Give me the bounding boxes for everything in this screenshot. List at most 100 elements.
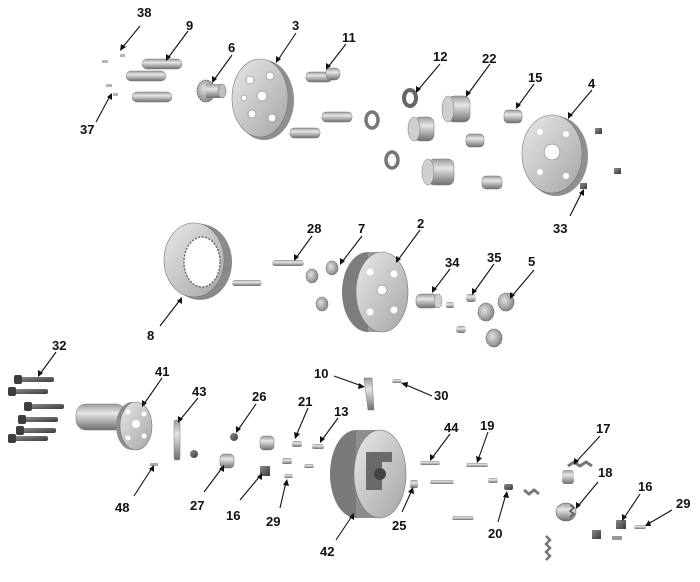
svg-text:29: 29 bbox=[676, 496, 690, 511]
svg-text:7: 7 bbox=[358, 221, 365, 236]
part-12-rings bbox=[364, 88, 418, 170]
callouts: 38 9 3 6 11 12 22 15 bbox=[38, 5, 690, 559]
callout-27: 27 bbox=[190, 465, 224, 513]
svg-text:15: 15 bbox=[528, 70, 542, 85]
callout-41: 41 bbox=[142, 364, 169, 407]
part-34-sleeve bbox=[415, 293, 443, 309]
svg-text:22: 22 bbox=[482, 51, 496, 66]
part-42-chuck-body bbox=[330, 429, 407, 519]
svg-text:37: 37 bbox=[80, 122, 94, 137]
svg-text:18: 18 bbox=[598, 465, 612, 480]
top-assembly bbox=[102, 54, 621, 196]
svg-text:16: 16 bbox=[226, 508, 240, 523]
svg-text:48: 48 bbox=[115, 500, 129, 515]
part-25-pin bbox=[410, 480, 418, 488]
svg-text:2: 2 bbox=[417, 216, 424, 231]
part-small bbox=[612, 536, 622, 540]
part-29-pin-b bbox=[634, 525, 646, 529]
callout-37: 37 bbox=[80, 93, 112, 137]
callout-5: 5 bbox=[510, 254, 535, 299]
part-43-key bbox=[173, 419, 181, 461]
callout-16: 16 bbox=[226, 473, 262, 523]
svg-text:44: 44 bbox=[444, 420, 459, 435]
callout-28: 28 bbox=[294, 221, 321, 261]
svg-text:4: 4 bbox=[588, 76, 596, 91]
svg-text:5: 5 bbox=[528, 254, 535, 269]
part-2-carrier bbox=[342, 251, 409, 333]
callout-8: 8 bbox=[147, 297, 182, 343]
part-nut bbox=[592, 530, 601, 539]
part-22-bushings bbox=[407, 95, 471, 186]
callout-21: 21 bbox=[294, 394, 312, 439]
part-3-plate bbox=[231, 58, 294, 140]
part-ball bbox=[190, 450, 198, 458]
part-pin bbox=[232, 280, 262, 286]
part-11-pins bbox=[289, 67, 353, 139]
callout-22: 22 bbox=[466, 51, 496, 97]
part-26-ball bbox=[230, 433, 238, 441]
part-35-sleeves bbox=[446, 294, 476, 333]
callout-29: 29 bbox=[266, 479, 289, 529]
callout-13: 13 bbox=[320, 404, 348, 443]
part-29-pin bbox=[284, 474, 293, 478]
svg-text:21: 21 bbox=[298, 394, 312, 409]
part-44-pins bbox=[420, 461, 474, 520]
callout-18: 18 bbox=[576, 465, 612, 509]
svg-text:34: 34 bbox=[445, 255, 460, 270]
callout-26: 26 bbox=[236, 389, 266, 433]
svg-text:6: 6 bbox=[228, 40, 235, 55]
callout-9: 9 bbox=[166, 18, 193, 61]
callout-35: 35 bbox=[472, 250, 501, 295]
callout-25: 25 bbox=[392, 487, 414, 533]
callout-3: 3 bbox=[276, 18, 299, 63]
middle-assembly bbox=[163, 222, 515, 348]
svg-text:32: 32 bbox=[52, 338, 66, 353]
part-16-nut-b bbox=[616, 520, 626, 529]
part-37-pin bbox=[106, 84, 118, 96]
callout-19: 19 bbox=[476, 418, 494, 463]
part-20-part bbox=[504, 484, 513, 490]
part-19-pins bbox=[466, 463, 488, 467]
part-33-screws bbox=[580, 128, 621, 189]
callout-16-b: 16 bbox=[622, 479, 652, 521]
callout-11: 11 bbox=[326, 30, 356, 70]
svg-text:16: 16 bbox=[638, 479, 652, 494]
svg-text:43: 43 bbox=[192, 384, 206, 399]
callout-34: 34 bbox=[432, 255, 460, 293]
callout-33: 33 bbox=[553, 189, 584, 236]
callout-10: 10 bbox=[314, 366, 365, 389]
callout-4: 4 bbox=[568, 76, 596, 119]
callout-20: 20 bbox=[488, 491, 509, 541]
part-7-gears bbox=[305, 260, 339, 312]
svg-text:38: 38 bbox=[137, 5, 151, 20]
callout-30: 30 bbox=[401, 382, 448, 403]
svg-text:42: 42 bbox=[320, 544, 334, 559]
part-17-spring bbox=[523, 460, 593, 496]
bottom-assembly bbox=[8, 375, 646, 561]
part-13-pin-b bbox=[488, 478, 498, 483]
svg-text:19: 19 bbox=[480, 418, 494, 433]
svg-text:13: 13 bbox=[334, 404, 348, 419]
callout-6: 6 bbox=[212, 40, 235, 83]
part-38-pin bbox=[102, 54, 125, 63]
svg-text:20: 20 bbox=[488, 526, 502, 541]
svg-text:27: 27 bbox=[190, 498, 204, 513]
callout-15: 15 bbox=[516, 70, 542, 109]
part-32-bolts bbox=[8, 375, 64, 443]
callout-12: 12 bbox=[416, 49, 447, 93]
part-spring bbox=[544, 535, 552, 561]
callout-44: 44 bbox=[430, 420, 459, 461]
svg-text:35: 35 bbox=[487, 250, 501, 265]
svg-text:41: 41 bbox=[155, 364, 169, 379]
svg-text:25: 25 bbox=[392, 518, 406, 533]
part-30-pin bbox=[392, 379, 402, 383]
svg-text:11: 11 bbox=[342, 30, 356, 45]
callout-32: 32 bbox=[38, 338, 66, 377]
callout-2: 2 bbox=[396, 216, 424, 263]
part-13-pin bbox=[312, 444, 324, 449]
callout-29-b: 29 bbox=[645, 496, 690, 526]
part-18-coil bbox=[555, 502, 577, 522]
svg-text:8: 8 bbox=[147, 328, 154, 343]
svg-text:33: 33 bbox=[553, 221, 567, 236]
part-21-pins bbox=[282, 441, 314, 468]
